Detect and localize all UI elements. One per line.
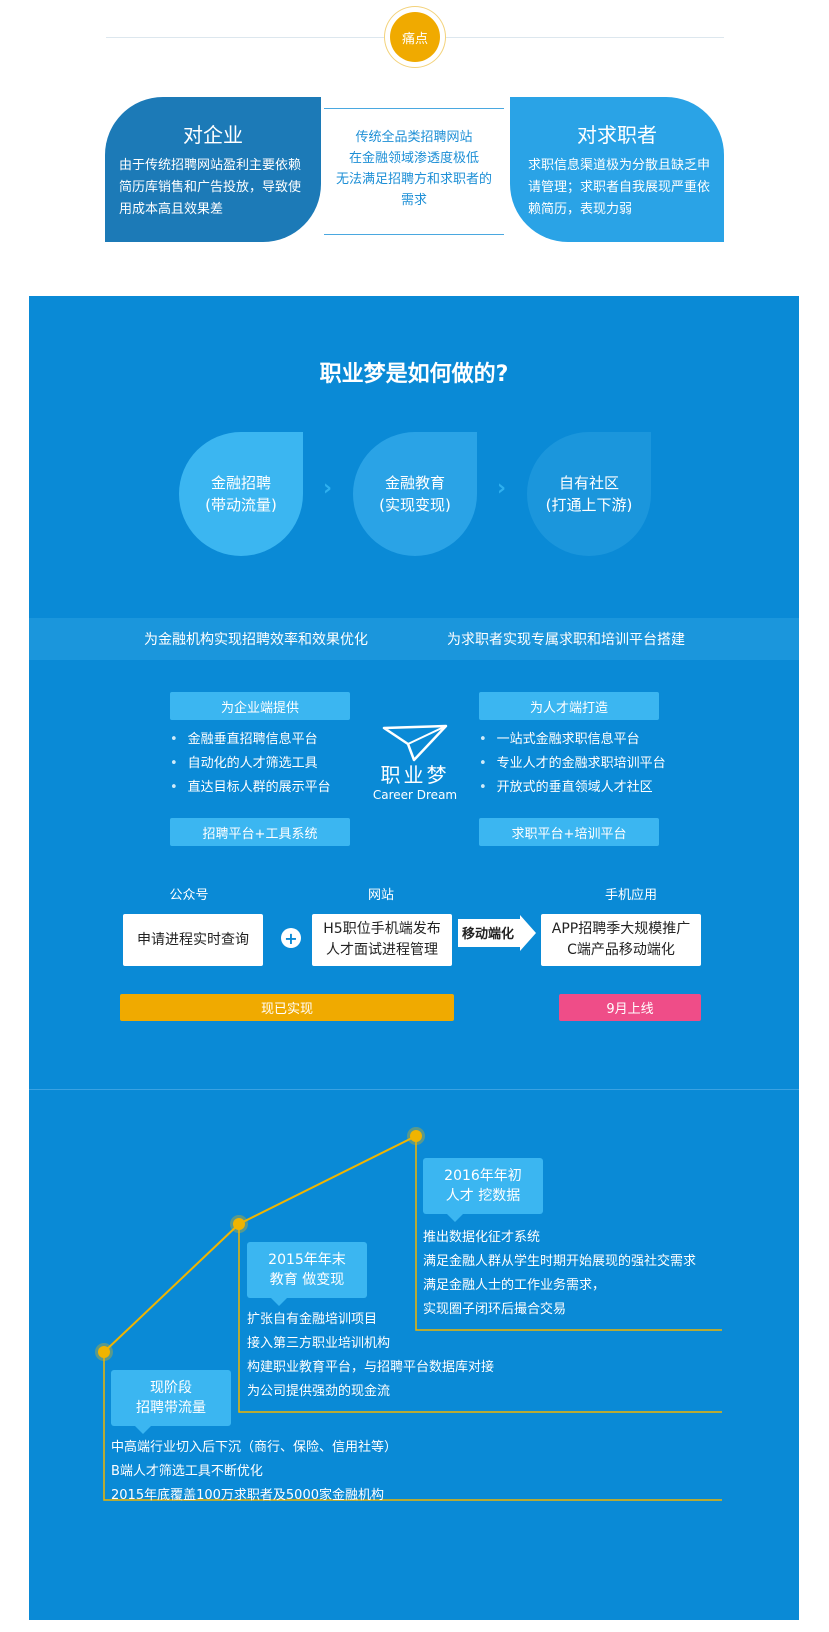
mobile-arrow: 移动端化	[458, 915, 536, 955]
talent-provide-footer: 求职平台+培训平台	[479, 818, 659, 846]
list-item: 自动化的人才筛选工具	[170, 752, 331, 776]
website-feature-box: H5职位手机端发布 人才面试进程管理	[312, 914, 452, 966]
list-item: 实现圈子闭环后撮合交易	[423, 1302, 567, 1317]
logo-chinese: 职业梦	[380, 763, 450, 787]
step-finance-recruiting: 金融招聘 (带动流量)	[179, 432, 303, 556]
middle-line-1: 传统全品类招聘网站	[355, 130, 473, 145]
list-item: 满足金融人群从学生时期开始展现的强社交需求	[423, 1254, 697, 1269]
timeline-point-1	[98, 1346, 110, 1358]
step-3-subtitle: (打通上下游)	[545, 496, 633, 514]
section-title: 职业梦是如何做的?	[319, 362, 509, 387]
stage-2016-title: 2016年年初	[444, 1168, 522, 1184]
mobile-arrow-label: 移动端化	[462, 927, 515, 942]
enterprise-feature-list: 金融垂直招聘信息平台 自动化的人才筛选工具 直达目标人群的展示平台	[170, 728, 331, 800]
app-feature-2: C端产品移动端化	[567, 942, 675, 958]
chevron-right-icon: ›	[323, 476, 333, 501]
timeline-point-2	[233, 1218, 245, 1230]
stage-current-subtitle: 招聘带流量	[136, 1400, 206, 1416]
pain-point-badge-label: 痛点	[390, 12, 440, 62]
stage-2015-items: 扩张自有金融培训项目 接入第三方职业培训机构 构建职业教育平台，与招聘平台数据库…	[247, 1308, 494, 1404]
arrow-right-icon	[458, 915, 536, 951]
middle-statement: 传统全品类招聘网站 在金融领域渗透度极低 无法满足招聘方和求职者的 需求	[324, 108, 504, 235]
middle-line-3: 无法满足招聘方和求职者的	[335, 172, 492, 187]
list-item: 满足金融人士的工作业务需求，	[423, 1278, 606, 1293]
list-item: 构建职业教育平台，与招聘平台数据库对接	[247, 1360, 495, 1375]
step-2-subtitle: (实现变现)	[379, 496, 451, 514]
list-item: 为公司提供强劲的现金流	[247, 1384, 391, 1399]
main-blue-section: 职业梦是如何做的? 金融招聘 (带动流量) › 金融教育 (实现变现) › 自有…	[29, 296, 799, 1620]
enterprise-provide-title: 为企业端提供	[170, 692, 350, 720]
channel-label-website: 网站	[367, 888, 394, 903]
chevron-right-icon: ›	[497, 476, 507, 501]
app-feature-box: APP招聘季大规模推广 C端产品移动端化	[541, 914, 701, 966]
list-item: 扩张自有金融培训项目	[247, 1312, 378, 1327]
middle-line-2: 在金融领域渗透度极低	[348, 151, 479, 166]
list-item: 开放式的垂直领域人才社区	[479, 776, 666, 800]
talent-provide-title: 为人才端打造	[479, 692, 659, 720]
list-item: 中高端行业切入后下沉（商行、保险、信用社等）	[111, 1440, 398, 1455]
list-item: B端人才筛选工具不断优化	[111, 1464, 263, 1479]
step-community: 自有社区 (打通上下游)	[527, 432, 651, 556]
enterprise-card-text: 由于传统招聘网站盈利主要依赖简历库销售和广告投放，导致使用成本高且效果差	[119, 158, 302, 217]
goal-institutions: 为金融机构实现招聘效率和效果优化	[144, 632, 368, 648]
stage-current-items: 中高端行业切入后下沉（商行、保险、信用社等） B端人才筛选工具不断优化 2015…	[111, 1436, 397, 1508]
channel-label-app: 手机应用	[604, 888, 657, 903]
stage-2015-title: 2015年年末	[268, 1252, 346, 1268]
wechat-feature-box: 申请进程实时查询	[123, 914, 263, 966]
step-finance-education: 金融教育 (实现变现)	[353, 432, 477, 556]
step-1-title: 金融招聘	[210, 474, 271, 492]
list-item: 直达目标人群的展示平台	[170, 776, 331, 800]
jobseeker-card-title: 对求职者	[577, 123, 657, 147]
website-feature-1: H5职位手机端发布	[323, 921, 441, 937]
status-september-launch: 9月上线	[559, 994, 701, 1021]
stage-2015-subtitle: 教育 做变现	[269, 1272, 345, 1288]
list-item: 2015年底覆盖100万求职者及5000家金融机构	[111, 1488, 384, 1503]
status-achieved: 现已实现	[120, 994, 454, 1021]
list-item: 接入第三方职业培训机构	[247, 1336, 391, 1351]
goal-band: 为金融机构实现招聘效率和效果优化 为求职者实现专属求职和培训平台搭建	[29, 618, 799, 660]
website-feature-2: 人才面试进程管理	[326, 942, 438, 958]
jobseeker-card: 对求职者 求职信息渠道极为分散且缺乏申请管理；求职者自我展现严重依赖简历，表现力…	[510, 97, 724, 242]
wechat-feature: 申请进程实时查询	[137, 931, 249, 948]
stage-current-title: 现阶段	[150, 1380, 192, 1396]
step-2-title: 金融教育	[384, 474, 445, 492]
list-item: 一站式金融求职信息平台	[479, 728, 666, 752]
channel-label-wechat: 公众号	[169, 888, 209, 903]
paper-plane-icon	[382, 724, 448, 762]
stage-2016-subtitle: 人才 挖数据	[445, 1188, 521, 1204]
app-feature-1: APP招聘季大规模推广	[551, 921, 691, 937]
pain-point-badge: 痛点	[384, 6, 446, 68]
step-1-subtitle: (带动流量)	[205, 496, 277, 514]
career-dream-logo: 职业梦 Career Dream	[363, 722, 467, 812]
stage-2016-start: 2016年年初 人才 挖数据	[423, 1158, 543, 1222]
talent-feature-list: 一站式金融求职信息平台 专业人才的金融求职培训平台 开放式的垂直领域人才社区	[479, 728, 666, 800]
list-item: 专业人才的金融求职培训平台	[479, 752, 666, 776]
logo-english: Career Dream	[372, 788, 458, 802]
timeline-point-3	[410, 1130, 422, 1142]
enterprise-provide-footer: 招聘平台+工具系统	[170, 818, 350, 846]
step-3-title: 自有社区	[558, 474, 619, 492]
plus-icon: +	[281, 928, 301, 948]
goal-jobseekers: 为求职者实现专属求职和培训平台搭建	[447, 632, 685, 648]
enterprise-card: 对企业 由于传统招聘网站盈利主要依赖简历库销售和广告投放，导致使用成本高且效果差	[105, 97, 321, 242]
jobseeker-card-text: 求职信息渠道极为分散且缺乏申请管理；求职者自我展现严重依赖简历，表现力弱	[528, 158, 711, 217]
list-item: 推出数据化征才系统	[423, 1230, 541, 1245]
stage-current: 现阶段 招聘带流量	[111, 1370, 231, 1434]
section-divider	[29, 1089, 799, 1090]
middle-line-4: 需求	[400, 193, 427, 208]
list-item: 金融垂直招聘信息平台	[170, 728, 331, 752]
enterprise-card-title: 对企业	[183, 123, 243, 147]
stage-2015-end: 2015年年末 教育 做变现	[247, 1242, 367, 1306]
stage-2016-items: 推出数据化征才系统 满足金融人群从学生时期开始展现的强社交需求 满足金融人士的工…	[423, 1226, 696, 1322]
